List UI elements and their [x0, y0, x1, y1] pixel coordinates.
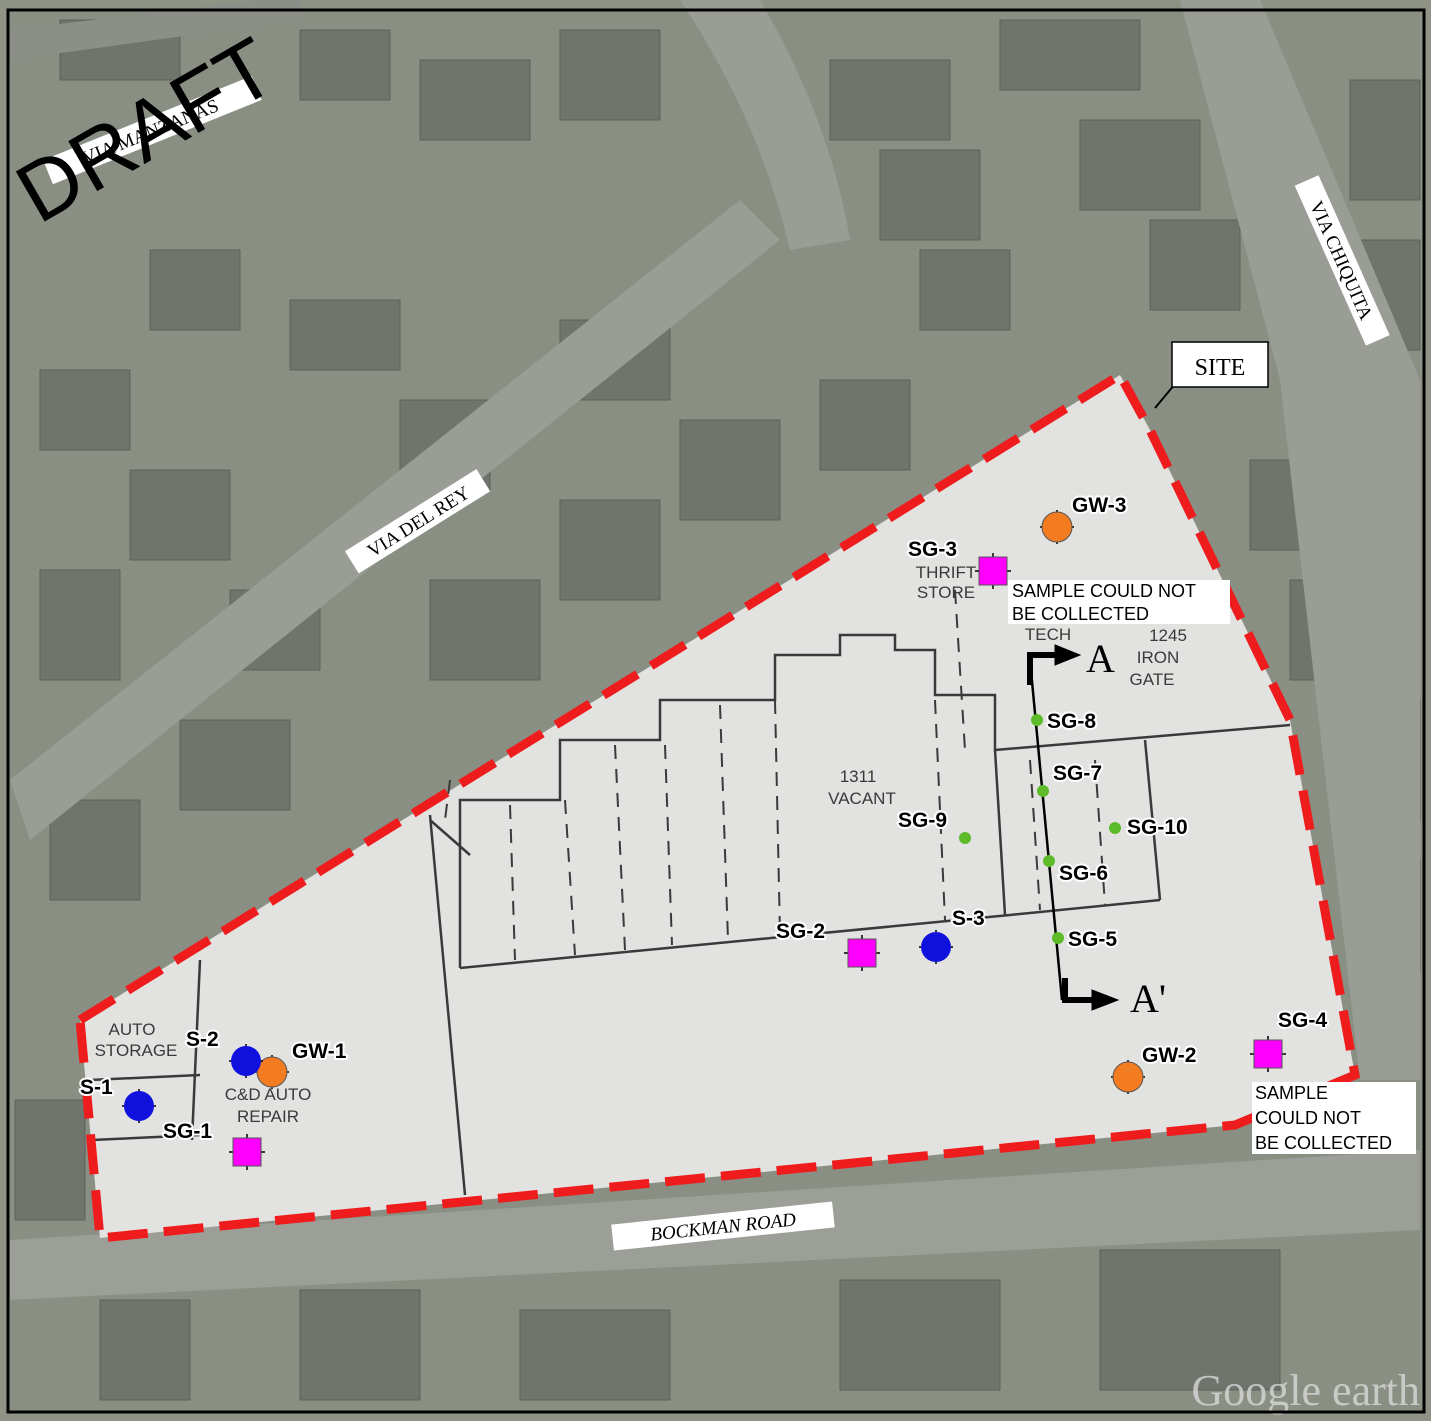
marker-s-3 [919, 930, 953, 964]
sample-label: GW-2 [1142, 1044, 1196, 1067]
marker-sg-5 [1052, 932, 1064, 944]
marker-sg-3 [975, 553, 1011, 589]
building-labels: AUTO STORAGE C&D AUTO REPAIR 1311 VACANT… [95, 563, 1187, 1126]
soil-gas-samples [229, 553, 1286, 1170]
section-label-a: A [1086, 636, 1115, 681]
marker-sg-9 [959, 832, 971, 844]
building-label: TECH [1025, 625, 1071, 644]
sample-label: GW-1 [292, 1040, 347, 1063]
sample-label: SG-1 [163, 1120, 212, 1143]
note-text: BE COLLECTED [1012, 604, 1149, 624]
sample-labels: GW-1 GW-2 GW-3 S-1 S-2 S-3 SG-1 SG-2 SG-… [78, 492, 1329, 1145]
marker-sg-1 [229, 1134, 265, 1170]
building-label: C&D AUTO [225, 1085, 312, 1104]
section-label-a-prime: A' [1130, 976, 1166, 1021]
stall-dashes [444, 589, 1106, 961]
sample-label: SG-7 [1053, 762, 1102, 785]
building-label: VACANT [828, 789, 896, 808]
sample-label: SG-10 [1127, 816, 1188, 839]
soil-gas-points [959, 714, 1121, 944]
sg3-note: SAMPLE COULD NOT BE COLLECTED [1008, 580, 1230, 624]
note-text: SAMPLE COULD NOT [1012, 581, 1196, 601]
building-label: GATE [1129, 670, 1174, 689]
marker-s-2 [229, 1044, 263, 1078]
marker-gw-1 [255, 1055, 289, 1089]
sample-label: SG-3 [908, 538, 957, 561]
sample-label: S-2 [186, 1028, 219, 1051]
sample-label: SG-5 [1068, 928, 1117, 951]
marker-sg-2 [844, 935, 880, 971]
sg4-note: SAMPLE COULD NOT BE COLLECTED [1252, 1082, 1416, 1154]
sample-label: SG-2 [776, 920, 825, 943]
marker-sg-10 [1109, 822, 1121, 834]
soil-samples [122, 930, 953, 1123]
marker-gw-3 [1040, 510, 1074, 544]
marker-s-1 [122, 1089, 156, 1123]
site-boundary [75, 368, 1361, 1243]
building-label: STORAGE [95, 1041, 178, 1060]
building-label: THRIFT [916, 563, 976, 582]
building-label: AUTO [109, 1020, 156, 1039]
marker-gw-2 [1111, 1060, 1145, 1094]
note-text: SAMPLE [1255, 1083, 1328, 1103]
marker-sg-8 [1031, 714, 1043, 726]
building-label: STORE [917, 583, 975, 602]
sample-label: S-3 [952, 907, 985, 930]
marker-sg-7 [1037, 785, 1049, 797]
marker-sg-4 [1250, 1036, 1286, 1072]
site-callout [1171, 341, 1269, 388]
building-label: 1311 [840, 767, 877, 786]
building-plan [89, 633, 1291, 1196]
building-label: 1245 [1149, 626, 1187, 645]
sample-label: SG-4 [1278, 1009, 1327, 1032]
sample-label: SG-8 [1047, 710, 1096, 733]
google-earth-credit: Google earth [1192, 1366, 1420, 1415]
site-label: SITE [1195, 355, 1246, 381]
sample-label: SG-9 [898, 809, 947, 832]
sample-label: SG-6 [1059, 862, 1108, 885]
sample-label: S-1 [80, 1076, 113, 1099]
marker-sg-6 [1043, 855, 1055, 867]
note-text: COULD NOT [1255, 1108, 1361, 1128]
building-label: IRON [1137, 648, 1180, 667]
building-label: REPAIR [237, 1107, 299, 1126]
map-border [6, 8, 1426, 1414]
note-text: BE COLLECTED [1255, 1133, 1392, 1153]
sample-label: GW-3 [1072, 494, 1126, 517]
groundwater-samples [255, 510, 1145, 1094]
